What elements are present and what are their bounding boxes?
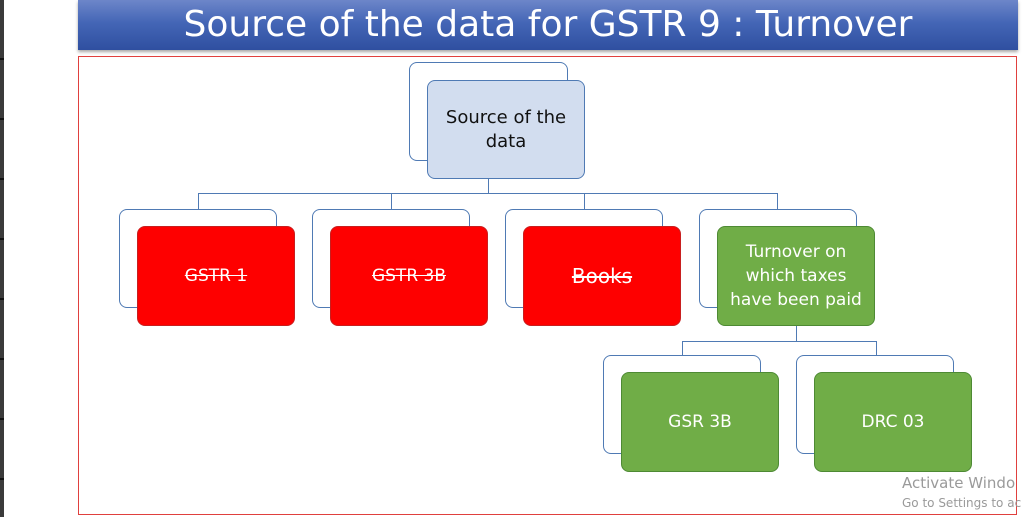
activation-watermark-link[interactable]: Go to Settings to ac [902, 496, 1022, 510]
gstr3b-node-label: GSTR 3B [371, 266, 447, 286]
connector-turnover-stem [796, 326, 797, 341]
left-edge-strip [0, 0, 4, 517]
gstr1-node-label: GSTR 1 [184, 266, 248, 286]
turnover-node-label: Turnover on which taxes have been paid [730, 242, 862, 310]
activation-watermark-title: Activate Windo [902, 474, 1016, 492]
connector-drop-3 [584, 193, 585, 209]
gstr3b-node: GSTR 3B [330, 226, 488, 326]
connector-level1-bus [198, 193, 777, 194]
drc03-node-label: DRC 03 [861, 412, 925, 432]
gsr3b-node: GSR 3B [621, 372, 779, 472]
books-node: Books [523, 226, 681, 326]
drc03-node: DRC 03 [814, 372, 972, 472]
connector-drop-1 [198, 193, 199, 209]
connector-drop-6 [876, 341, 877, 355]
slide-title: Source of the data for GSTR 9 : Turnover [78, 0, 1018, 50]
connector-drop-5 [682, 341, 683, 355]
turnover-node: Turnover on which taxes have been paid [717, 226, 875, 326]
root-node: Source of the data [427, 80, 585, 179]
gsr3b-node-label: GSR 3B [668, 412, 732, 432]
connector-root-stem [488, 179, 489, 193]
root-node-label: Source of the data [445, 106, 567, 152]
connector-drop-2 [391, 193, 392, 209]
diagram-frame [78, 56, 1017, 515]
connector-level2-bus [682, 341, 876, 342]
gstr1-node: GSTR 1 [137, 226, 295, 326]
connector-drop-4 [777, 193, 778, 209]
books-node-label: Books [571, 264, 633, 288]
